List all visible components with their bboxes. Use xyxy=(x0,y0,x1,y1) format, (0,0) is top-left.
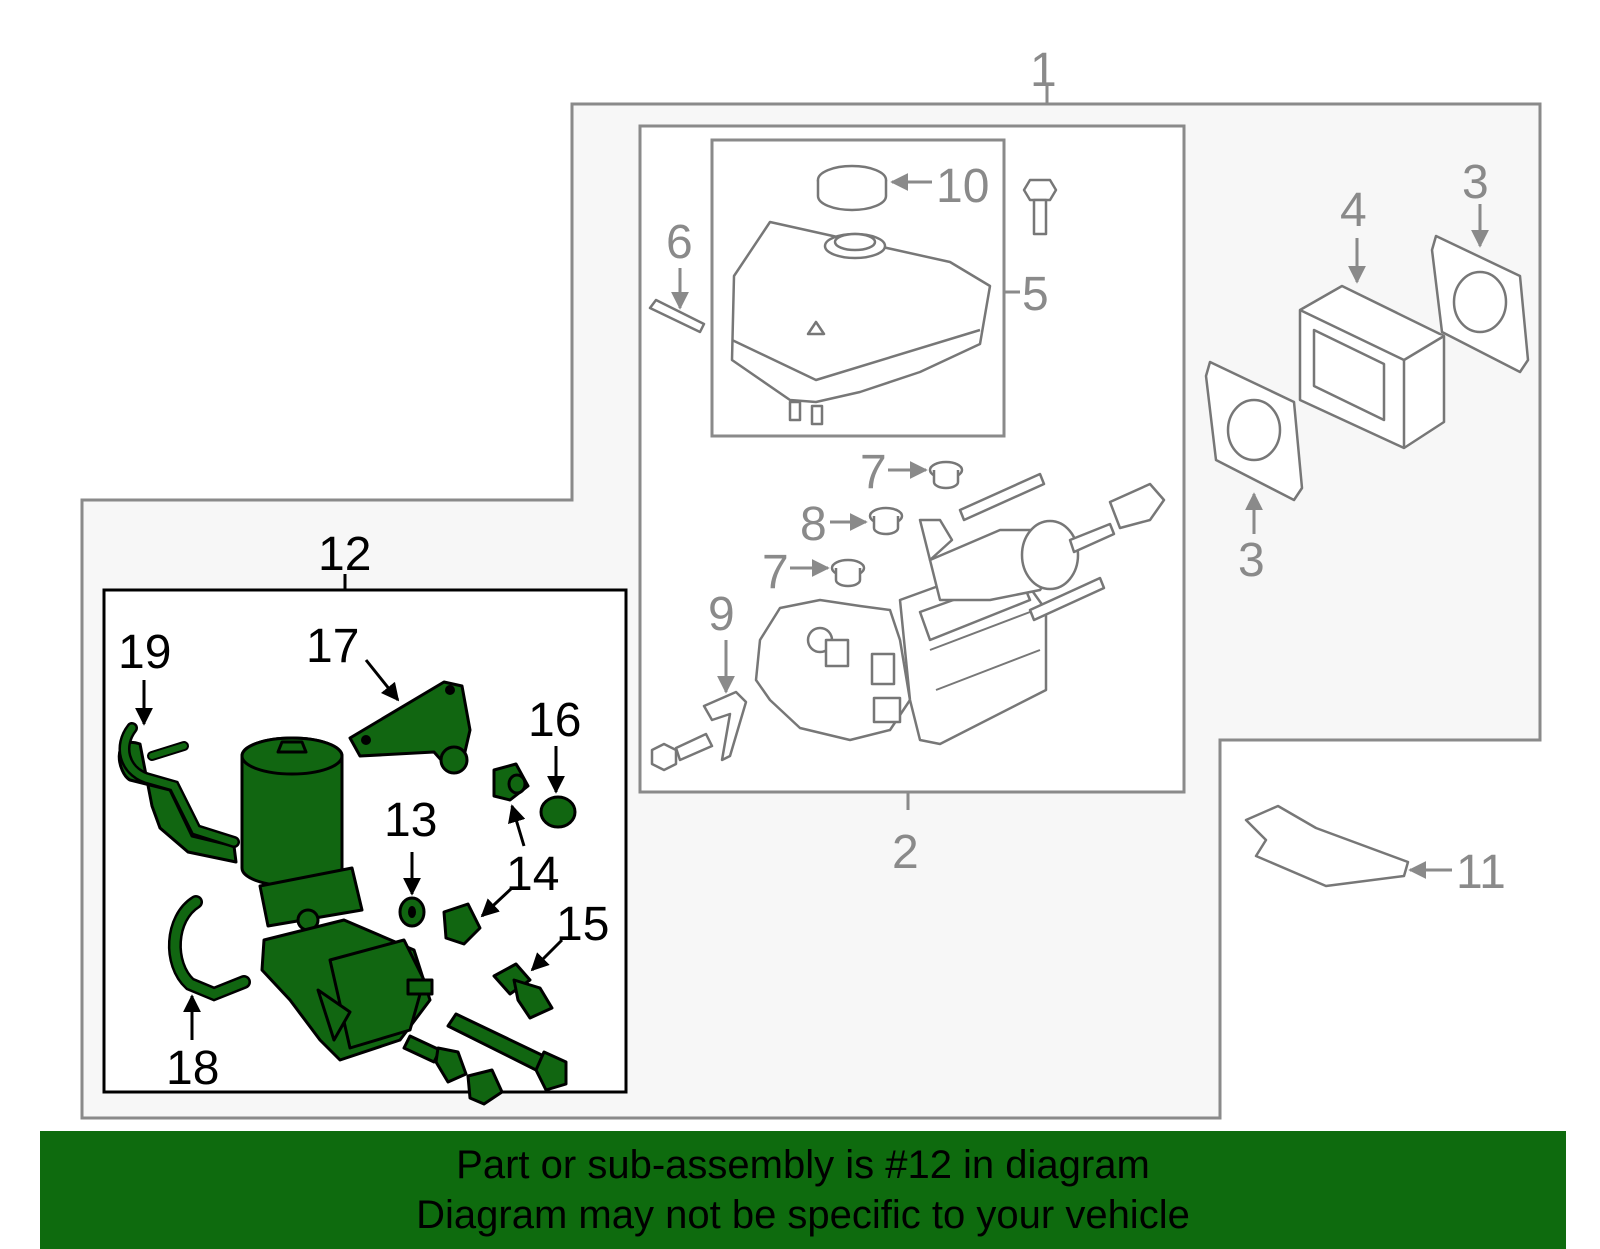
pump-motor-part[interactable] xyxy=(240,736,434,1062)
bushing-14-lower-part[interactable] xyxy=(442,902,482,946)
spacer-4-part[interactable] xyxy=(1298,284,1446,450)
callout-9: 9 xyxy=(708,588,735,641)
callout-2: 2 xyxy=(892,826,919,879)
nut-part[interactable] xyxy=(466,1068,504,1106)
callout-6: 6 xyxy=(666,216,693,269)
pin-part[interactable] xyxy=(648,298,706,334)
callout-8: 8 xyxy=(800,498,827,551)
callout-7-lower: 7 xyxy=(762,546,789,599)
grommet-7-lower-part[interactable] xyxy=(830,558,866,588)
pipe-18-part[interactable] xyxy=(167,895,251,1002)
bushing-16-part[interactable] xyxy=(539,795,577,829)
hose-19-part[interactable] xyxy=(117,722,240,864)
banner-line-1: Part or sub-assembly is #12 in diagram xyxy=(456,1143,1150,1187)
bracket-bolt-part[interactable] xyxy=(650,732,714,772)
arrow-14-lower xyxy=(480,886,514,918)
callout-3-lower: 3 xyxy=(1238,534,1265,587)
mount-bolt-part[interactable] xyxy=(402,1034,468,1084)
callout-15: 15 xyxy=(556,898,609,951)
banner-line-2: Diagram may not be specific to your vehi… xyxy=(416,1193,1190,1237)
callout-17: 17 xyxy=(306,620,359,673)
callout-5: 5 xyxy=(1022,268,1049,321)
arrow-17 xyxy=(364,659,400,702)
callout-11: 11 xyxy=(1456,846,1506,899)
bracket-plate-11-part[interactable] xyxy=(1244,804,1410,888)
grommet-7-upper-part[interactable] xyxy=(928,460,964,490)
callout-1: 1 xyxy=(1030,44,1057,97)
bolt-15-part[interactable] xyxy=(492,962,554,1020)
gasket-3-upper-part[interactable] xyxy=(1430,234,1530,374)
callout-14: 14 xyxy=(506,848,559,901)
arrow-14-upper xyxy=(508,804,526,847)
grommet-8-part[interactable] xyxy=(868,506,904,536)
callout-4: 4 xyxy=(1340,184,1367,237)
bracket-9-part[interactable] xyxy=(702,690,748,762)
callout-3-upper: 3 xyxy=(1462,156,1489,209)
callout-10: 10 xyxy=(936,160,989,213)
gasket-3-lower-part[interactable] xyxy=(1204,360,1304,502)
callout-13: 13 xyxy=(384,794,437,847)
callout-12: 12 xyxy=(318,528,371,581)
info-banner: Part or sub-assembly is #12 in diagram D… xyxy=(40,1131,1566,1249)
reservoir-cap-part[interactable] xyxy=(816,164,888,212)
long-bolt-part[interactable] xyxy=(446,1012,568,1092)
washer-13-part[interactable] xyxy=(398,896,426,928)
bracket-17-part[interactable] xyxy=(348,680,472,775)
master-cylinder-part[interactable] xyxy=(754,472,1166,746)
callout-16: 16 xyxy=(528,694,581,747)
callout-7-upper: 7 xyxy=(860,446,887,499)
callout-18: 18 xyxy=(166,1042,219,1095)
reservoir-bolt-part[interactable] xyxy=(1022,178,1058,236)
arrow-15 xyxy=(530,938,564,972)
bushing-14-upper-part[interactable] xyxy=(492,762,530,802)
callout-19: 19 xyxy=(118,626,171,679)
reservoir-tank-part[interactable] xyxy=(730,220,992,426)
